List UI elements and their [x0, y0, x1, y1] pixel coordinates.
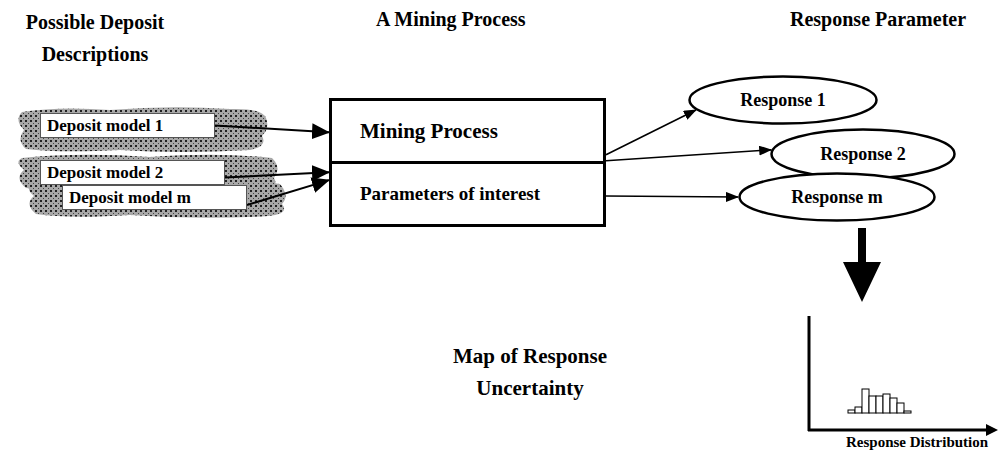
node-text: Deposit model m [69, 188, 191, 208]
heading-label: Response Distribution [846, 434, 988, 451]
histogram-bar [876, 396, 883, 413]
down-arrow [843, 228, 881, 302]
heading-label: Map of Response Uncertainty [418, 340, 642, 404]
deposit-label: Deposit model 1 [40, 113, 215, 138]
node-text: Response 1 [740, 90, 826, 111]
node-text: Deposit model 2 [47, 163, 163, 183]
process-box: Parameters of interest [329, 161, 606, 227]
node-text: Response m [791, 187, 883, 208]
arrow-connector [606, 110, 696, 155]
heading-label: Possible Deposit Descriptions [4, 6, 186, 70]
node-text: Parameters of interest [360, 183, 540, 205]
response-ellipse: Response 2 [770, 128, 956, 180]
process-box: Mining Process [329, 98, 606, 164]
node-text: Mining Process [360, 119, 498, 144]
histogram-bar [883, 394, 890, 413]
histogram-bar [862, 389, 869, 413]
node-text: Response 2 [820, 144, 906, 165]
chart-axis [808, 429, 990, 432]
chart-axis [808, 316, 811, 431]
histogram-bar [869, 396, 876, 413]
histogram-bar [855, 407, 862, 413]
histogram-bar [897, 403, 904, 413]
histogram [848, 389, 911, 413]
arrow-connector [606, 150, 771, 161]
heading-label: Response Parameter [790, 8, 966, 31]
response-ellipse: Response 1 [688, 75, 878, 125]
histogram-bar [848, 410, 855, 413]
deposit-label: Deposit model m [62, 185, 247, 210]
arrow-connector [606, 196, 738, 197]
arrow-connector [215, 126, 329, 133]
response-ellipse: Response m [738, 172, 936, 222]
deposit-blob [29, 180, 286, 218]
heading-label: A Mining Process [376, 8, 526, 31]
histogram-bar [890, 398, 897, 413]
histogram-bar [904, 411, 911, 413]
deposit-label: Deposit model 2 [40, 160, 225, 185]
arrow-connector [225, 172, 329, 177]
arrow-connector [247, 180, 329, 205]
node-text: Deposit model 1 [47, 116, 163, 136]
deposit-blob [18, 107, 267, 152]
